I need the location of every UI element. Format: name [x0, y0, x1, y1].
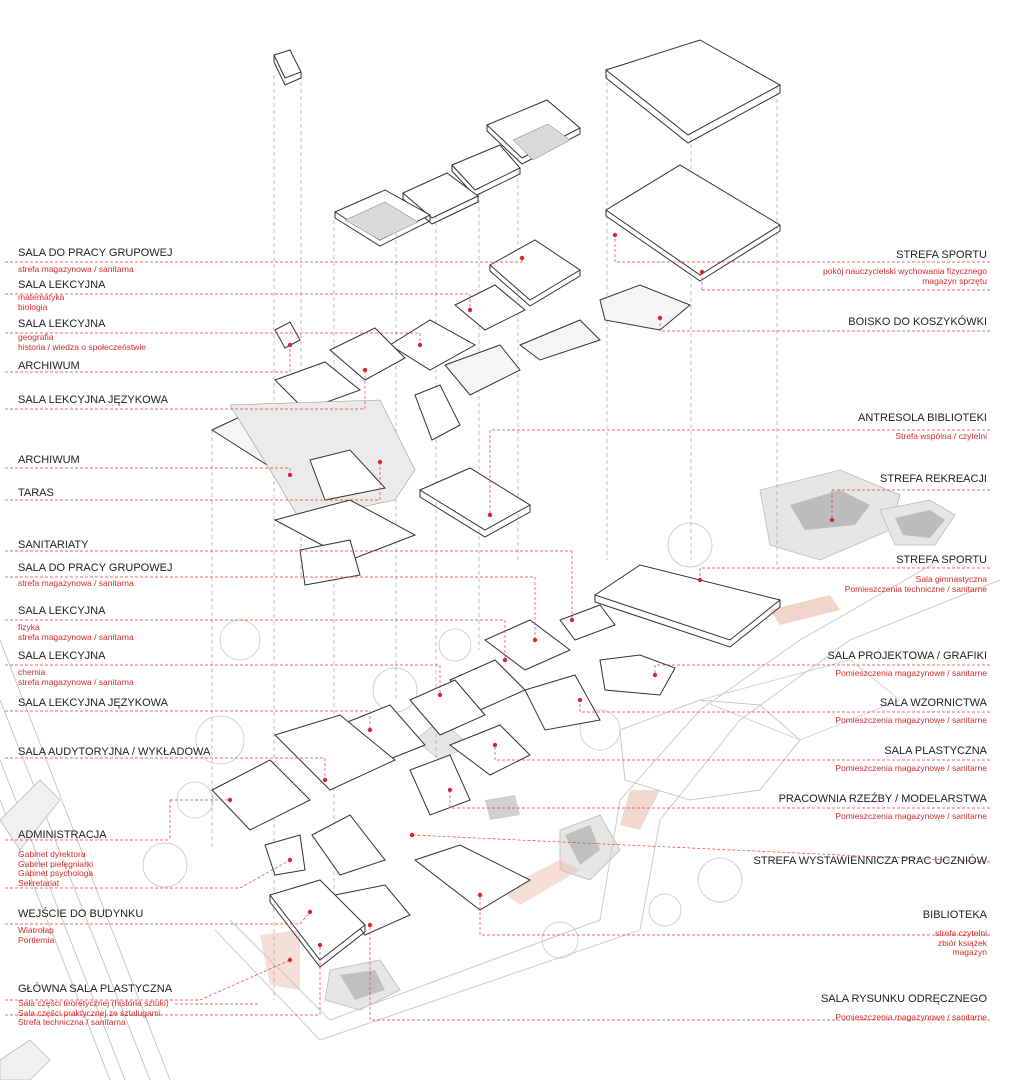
- ground-floor-plan: [211, 564, 782, 968]
- label-antresola-biblioteki: ANTRESOLA BIBLIOTEKI: [858, 412, 987, 424]
- sub-text: strefa magazynowa / sanitarna: [18, 578, 134, 588]
- label-sala-wzornictwa: SALA WZORNICTWA: [879, 697, 987, 709]
- sub-text: Sala części teoretycznej (historia sztuk…: [18, 998, 169, 1008]
- label-sala-lekcyjna-geografia-subs: geografia historia / wiedza o społeczeńs…: [18, 332, 147, 352]
- sub-text: matematyka: [18, 292, 65, 302]
- sub-text: Sala części praktycznej ze sztalugami: [18, 1007, 161, 1018]
- label-sala-lekcyjna-chemia: SALA LEKCYJNA: [18, 650, 106, 662]
- sub-text: Pomieszczenia magazynowe / sanitarne: [835, 668, 987, 678]
- roof-tower: [273, 49, 302, 79]
- landscape: [214, 469, 1001, 1041]
- label-sala-lekcyjna-fizyka: SALA LEKCYJNA: [18, 605, 106, 617]
- sub-text: Sala gimnastyczna: [915, 574, 987, 584]
- label-archiwum-upper: ARCHIWUM: [18, 360, 80, 372]
- label-glowna-sala-plastyczna: GŁÓWNA SALA PLASTYCZNA: [18, 983, 173, 995]
- label-sala-projektowa-subs: Pomieszczenia magazynowe / sanitarne: [835, 668, 987, 679]
- roof-2: [451, 144, 521, 191]
- sub-text: Gabinet dyrektora: [18, 849, 86, 859]
- label-sala-do-pracy-grupowej-upper-subs: strefa magazynowa / sanitarna: [18, 264, 134, 275]
- label-biblioteka: BIBLIOTEKA: [922, 909, 987, 921]
- sub-text: zbiór książek: [937, 937, 987, 948]
- label-sala-lekcyjna-chemia-subs: chemia strefa magazynowa / sanitarna: [18, 667, 134, 687]
- sub-text: Wiatrołap: [18, 925, 54, 935]
- label-strefa-sportu-lower: STREFA SPORTU: [896, 554, 987, 566]
- label-boisko-do-koszykowki: BOISKO DO KOSZYKÓWKI: [848, 316, 987, 328]
- label-sala-audytoryjna: SALA AUDYTORYJNA / WYKŁADOWA: [18, 746, 211, 758]
- sub-text: Strefa techniczna / sanitarna: [18, 1017, 126, 1028]
- label-sala-lekcyjna-geografia: SALA LEKCYJNA: [18, 318, 106, 330]
- label-sala-wzornictwa-subs: Pomieszczenia magazynowe / sanitarne: [835, 715, 987, 726]
- label-sala-lekcyjna-fizyka-subs: fizyka strefa magazynowa / sanitarna: [18, 622, 134, 642]
- label-sala-do-pracy-grupowej-lower-subs: strefa magazynowa / sanitarna: [18, 578, 134, 589]
- sub-text: Sekretariat: [18, 877, 60, 888]
- roofs: [273, 39, 782, 247]
- label-strefa-sportu-lower-subs: Sala gimnastyczna Pomieszczenia technicz…: [844, 574, 987, 594]
- label-strefa-rekreacji: STREFA REKREACJI: [880, 473, 987, 485]
- label-sala-do-pracy-grupowej-upper: SALA DO PRACY GRUPOWEJ: [18, 247, 173, 259]
- label-administracja-subs: Gabinet dyrektora Gabinet pielęgniarki G…: [18, 849, 94, 888]
- sub-text: magazyn: [952, 947, 988, 958]
- sub-text: biologia: [18, 301, 48, 312]
- upper-floor-plan: [210, 164, 781, 586]
- pathway: [770, 595, 840, 625]
- sub-text: Gabinet pielęgniarki: [18, 858, 94, 869]
- label-sanitariaty: SANITARIATY: [18, 539, 89, 551]
- label-strefa-sportu-upper: STREFA SPORTU: [896, 249, 987, 261]
- label-glowna-sala-plastyczna-subs: Sala części teoretycznej (historia sztuk…: [18, 998, 169, 1028]
- sub-text: fizyka: [18, 622, 40, 632]
- label-strefa-sportu-upper-subs: pokój nauczycielski wychowania fizyczneg…: [823, 266, 987, 286]
- label-biblioteka-subs: strefa czytelni zbiór książek magazyn: [935, 928, 988, 958]
- leader-lines: [5, 235, 991, 1021]
- roof-sport: [604, 39, 782, 136]
- sub-text: strefa magazynowa / sanitarna: [18, 631, 134, 642]
- label-strefa-wystawiennicza: STREFA WYSTAWIENNICZA PRAC UCZNIÓW: [753, 855, 987, 867]
- room-markers: [227, 232, 835, 963]
- sub-text: Gabinet psychologa: [18, 868, 94, 879]
- sub-text: pokój nauczycielski wychowania fizyczneg…: [823, 266, 987, 276]
- label-administracja: ADMINISTRACJA: [18, 829, 107, 841]
- sub-text: Pomieszczenia magazynowe / sanitarne: [835, 763, 987, 773]
- label-sala-projektowa: SALA PROJEKTOWA / GRAFIKI: [827, 650, 987, 662]
- label-pracownia-rzezby-subs: Pomieszczenia magazynowe / sanitarne: [835, 811, 987, 822]
- label-archiwum-lower: ARCHIWUM: [18, 454, 80, 466]
- sub-text: strefa magazynowa / sanitarna: [18, 264, 134, 274]
- label-sala-plastyczna-subs: Pomieszczenia magazynowe / sanitarne: [835, 763, 987, 774]
- label-wejscie-do-budynku-subs: Wiatrołap Portiernia: [18, 925, 55, 945]
- label-sala-lekcyjna-matematyka-subs: matematyka biologia: [18, 292, 65, 312]
- label-pracownia-rzezby: PRACOWNIA RZEŹBY / MODELARSTWA: [778, 793, 987, 805]
- street: [0, 639, 171, 1080]
- label-sala-lekcyjna-jezykowa-lower: SALA LEKCYJNA JĘZYKOWA: [18, 697, 168, 709]
- label-wejscie-do-budynku: WEJŚCIE DO BUDYNKU: [18, 908, 144, 920]
- label-antresola-biblioteki-subs: Strefa wspólna / czytelni: [895, 431, 987, 442]
- sub-text: Pomieszczenia magazynowe / sanitarne: [835, 811, 987, 821]
- label-sala-plastyczna: SALA PLASTYCZNA: [884, 745, 987, 757]
- sub-text: strefa czytelni: [935, 928, 987, 938]
- sub-text: magazyn sprzętu: [922, 275, 987, 286]
- sub-text: Pomieszczenia magazynowe / sanitarne: [835, 715, 987, 725]
- label-sala-rysunku-odrecznego: SALA RYSUNKU ODRĘCZNEGO: [820, 993, 987, 1005]
- label-sala-rysunku-odrecznego-subs: Pomieszczenia magazynowe / sanitarne: [835, 1012, 987, 1023]
- sub-text: Portiernia: [18, 934, 55, 945]
- label-taras: TARAS: [18, 487, 54, 499]
- sub-text: chemia: [18, 667, 46, 677]
- label-sala-lekcyjna-jezykowa-upper: SALA LEKCYJNA JĘZYKOWA: [18, 394, 168, 406]
- sub-text: strefa magazynowa / sanitarna: [18, 676, 134, 687]
- sub-text: geografia: [18, 332, 54, 342]
- sub-text: Strefa wspólna / czytelni: [895, 431, 987, 441]
- sub-text: Pomieszczenia techniczne / sanitarne: [844, 583, 987, 594]
- sub-text: Pomieszczenia magazynowe / sanitarne: [835, 1012, 987, 1022]
- sub-text: historia / wiedza o społeczeństwie: [18, 341, 147, 352]
- label-sala-lekcyjna-matematyka: SALA LEKCYJNA: [18, 279, 106, 291]
- label-sala-do-pracy-grupowej-lower: SALA DO PRACY GRUPOWEJ: [18, 562, 173, 574]
